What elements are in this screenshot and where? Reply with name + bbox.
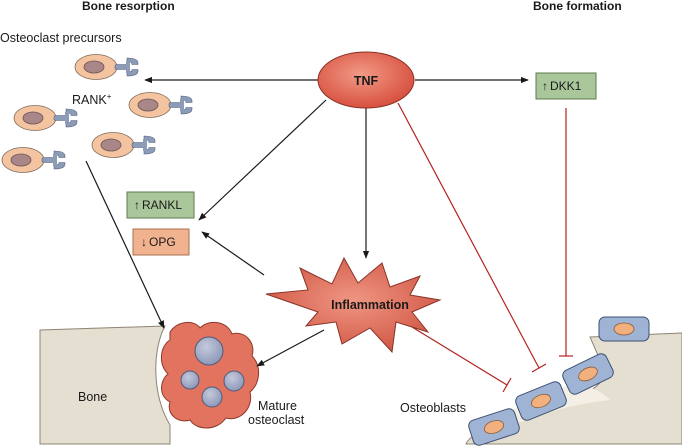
inflammation-node [265, 256, 442, 354]
header-bone-resorption: Bone resorption [82, 0, 175, 13]
osteoclast-nucleus [194, 336, 224, 366]
arrow-inflammation-to-osteoclast [256, 329, 325, 367]
osteoblast-cell [515, 381, 567, 421]
dkk1-box: ↑DKK1 [535, 72, 597, 100]
mature-osteoclast-cell [161, 321, 259, 429]
inhibit-tnf-to-osteoblasts [397, 102, 540, 369]
inhibition-lines [397, 102, 573, 393]
mature-osteoclast-label-line1: Mature [258, 399, 297, 413]
osteoclast-nucleus [201, 386, 223, 408]
osteoblast-cell [468, 408, 520, 446]
precursor-cell-3 [13, 105, 78, 131]
precursor-cell-2 [128, 92, 193, 118]
rankl-label: ↑RANKL [134, 198, 182, 212]
inhibit-inflammation-bar [502, 377, 512, 393]
opg-box: ↓OPG [132, 228, 190, 256]
osteoblast-cell [562, 353, 614, 395]
osteoclast-precursors-label: Osteoclast precursors [0, 31, 122, 45]
tnf-label: TNF [354, 74, 379, 88]
osteoclast-nucleus [180, 370, 200, 390]
dkk1-label: ↑DKK1 [542, 79, 582, 93]
osteoblasts-label: Osteoblasts [400, 401, 466, 415]
arrow-tnf-to-rankl [198, 99, 327, 221]
inhibit-tnf-bar [531, 363, 547, 373]
osteoblast-layer [468, 316, 650, 446]
opg-label: ↓OPG [141, 235, 176, 249]
header-bone-formation: Bone formation [533, 0, 622, 13]
rankl-box: ↑RANKL [126, 191, 195, 219]
precursor-cell-1 [74, 54, 139, 80]
osteoclast-nucleus [223, 370, 245, 392]
bone-left [39, 325, 171, 445]
precursor-cell-5 [1, 147, 66, 173]
precursor-cell-4 [91, 132, 156, 158]
arrow-inflammation-to-opg [201, 231, 265, 276]
arrow-precursors-to-osteoclast [85, 160, 165, 329]
tnf-node [317, 51, 415, 109]
rank-label: RANK+ [72, 92, 112, 107]
bone-right-edge [476, 385, 610, 444]
mature-osteoclast-label-line2: osteoclast [248, 413, 305, 427]
bone-label: Bone [78, 390, 107, 404]
inflammation-label: Inflammation [331, 298, 409, 312]
arrows [85, 76, 529, 367]
osteoblast-cell [598, 316, 650, 342]
inhibit-inflammation-to-osteoblasts [411, 326, 508, 386]
